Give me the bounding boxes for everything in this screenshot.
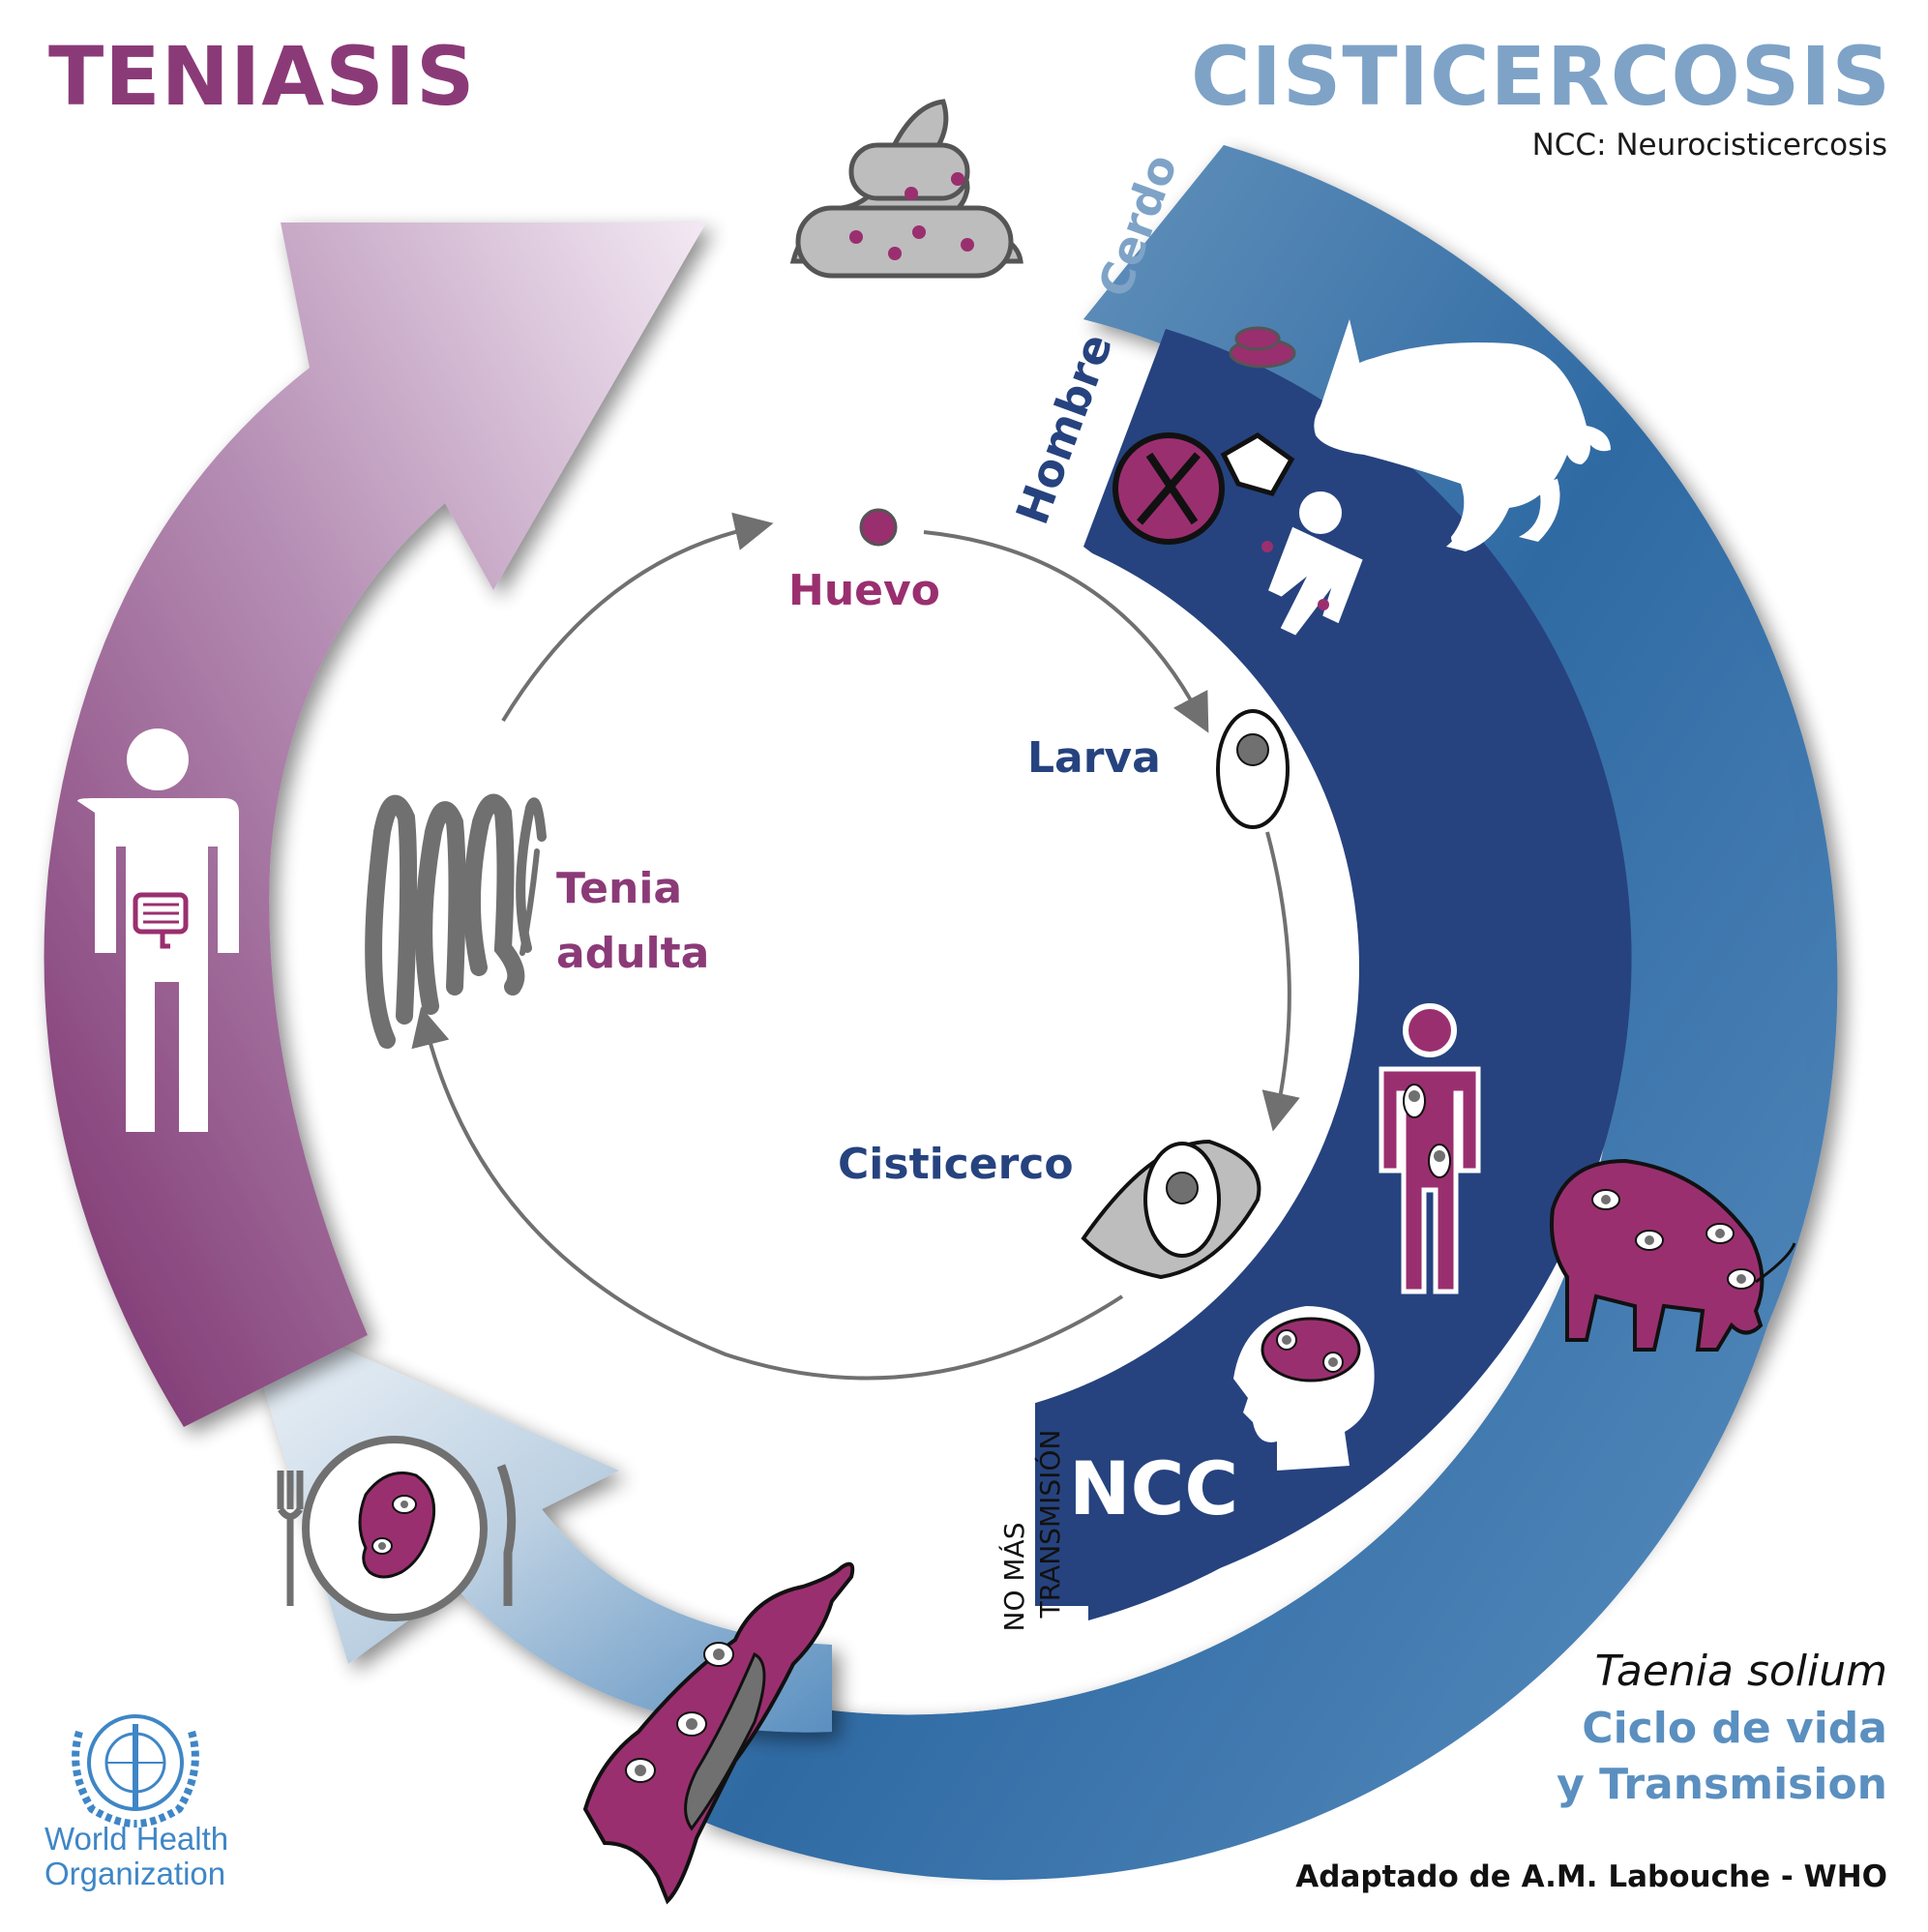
- blue-ingestion-arrow: [237, 1301, 832, 1733]
- small-stool-icon: [1229, 326, 1296, 369]
- outer-blue-band-full: [697, 145, 1807, 1881]
- credit-line: Adaptado de A.M. Labouche - WHO: [1295, 1859, 1887, 1894]
- pig-silhouette-icon: [1314, 319, 1611, 551]
- stage-adult-label-2: adulta: [556, 929, 710, 978]
- stage-adult-label-1: Tenia: [556, 864, 683, 913]
- who-line1: World Health: [44, 1821, 229, 1857]
- egg-icon: [859, 508, 898, 547]
- stage-egg-label: Huevo: [788, 566, 940, 615]
- plate-meat-icon: [277, 1436, 517, 1621]
- ncc-definition: NCC: Neurocisticercosis: [1531, 128, 1887, 163]
- inner-cycle-arrows: [411, 512, 1300, 1381]
- infected-pork-leg-icon: [582, 1561, 855, 1905]
- cycle-title: Ciclo de vida y Transmision: [1557, 1701, 1887, 1813]
- cycle-title-line1: Ciclo de vida: [1582, 1704, 1887, 1753]
- cycle-title-line2: y Transmision: [1557, 1760, 1887, 1809]
- intestine-icon: [133, 892, 189, 949]
- eating-hands-icon: [1112, 432, 1295, 545]
- infected-pig-icon: [1550, 1158, 1796, 1352]
- stool-icon: [789, 99, 1023, 279]
- larva-icon: [1216, 709, 1290, 829]
- cysticercus-icon: [1081, 1139, 1261, 1280]
- species-name: Taenia solium: [1594, 1647, 1887, 1696]
- who-line2: Organization: [44, 1856, 226, 1891]
- cisticercosis-title: CISTICERCOSIS: [1191, 29, 1891, 124]
- transmision-label: TRANSMISIÓN: [1033, 1430, 1066, 1620]
- human-with-cysts-icon: [1379, 1003, 1481, 1294]
- tapeworm-icon: [365, 793, 547, 1049]
- no-mas-label: NO MÁS: [997, 1523, 1030, 1632]
- brain-cysts-head-icon: [1233, 1306, 1375, 1471]
- who-logo-icon: [72, 1714, 199, 1828]
- ncc-label: NCC: [1069, 1445, 1238, 1531]
- stage-larva-label: Larva: [1027, 733, 1161, 783]
- purple-teniasis-arrow: [44, 223, 706, 1427]
- stage-cysticercus-label: Cisticerco: [838, 1140, 1074, 1189]
- teniasis-title: TENIASIS: [48, 29, 476, 124]
- human-intestine-icon: [77, 728, 239, 1132]
- who-logo-text: World Health Organization: [44, 1822, 228, 1891]
- small-human-icon: [1268, 491, 1363, 636]
